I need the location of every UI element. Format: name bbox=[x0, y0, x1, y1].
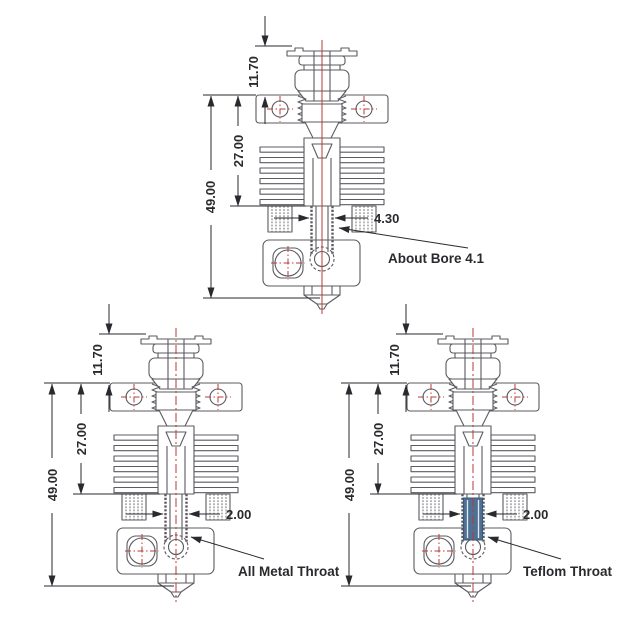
dim-heatsink-height: 27.00 bbox=[231, 135, 246, 168]
figure-label: All Metal Throat bbox=[238, 564, 340, 579]
dim-fitting-height: 11.70 bbox=[90, 344, 105, 376]
leader-line bbox=[338, 226, 469, 249]
dim-total-height: 49.00 bbox=[203, 181, 218, 214]
figure-all-metal: 11.70 27.00 49.00 2.00 All Metal Throat bbox=[44, 304, 340, 602]
leader-line bbox=[487, 536, 562, 560]
dim-total-height: 49.00 bbox=[342, 469, 357, 502]
figure-label: About Bore 4.1 bbox=[388, 251, 485, 266]
dim-heatsink-height: 27.00 bbox=[371, 423, 386, 456]
figure-label: Teflom Throat bbox=[523, 564, 613, 579]
dim-bore: 4.30 bbox=[374, 211, 399, 226]
teflon-bore bbox=[466, 500, 480, 538]
figure-teflon: 11.70 27.00 49.00 2.00 Teflom Throat bbox=[341, 304, 613, 602]
dimension-lines bbox=[44, 304, 265, 587]
dim-throat: 2.00 bbox=[226, 507, 251, 522]
leader-line bbox=[190, 536, 265, 560]
dim-throat: 2.00 bbox=[523, 507, 548, 522]
dimension-lines bbox=[341, 304, 562, 587]
dim-total-height: 49.00 bbox=[45, 469, 60, 502]
dim-heatsink-height: 27.00 bbox=[74, 423, 89, 456]
dim-fitting-height: 11.70 bbox=[246, 56, 261, 88]
figure-about-bore: 11.70 27.00 49.00 4.30 About Bore 4.1 bbox=[203, 16, 485, 314]
dimension-lines bbox=[203, 16, 469, 299]
dim-fitting-height: 11.70 bbox=[387, 344, 402, 376]
